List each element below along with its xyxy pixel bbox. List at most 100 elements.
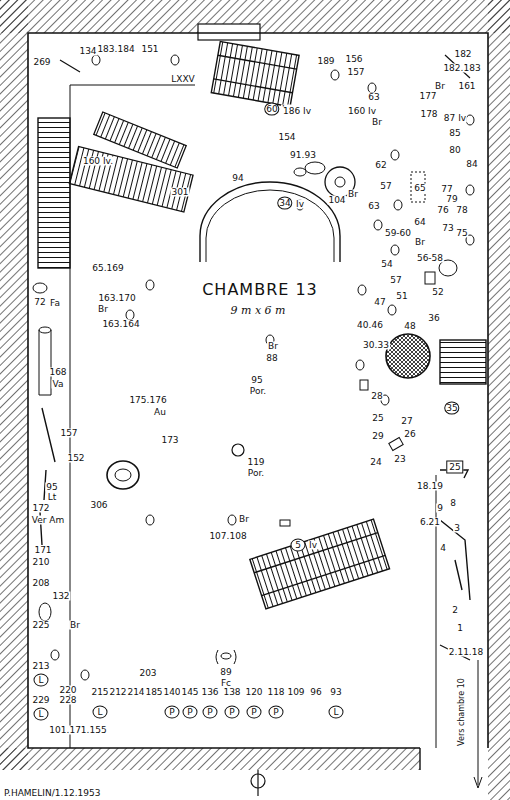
find-number: 72 <box>33 298 46 307</box>
find-number: 84 <box>465 160 478 169</box>
find-number: 109 <box>286 688 305 697</box>
find-number: Va <box>52 380 65 389</box>
find-number: L <box>34 708 49 721</box>
find-number: 1 <box>456 624 464 633</box>
find-number: 160 Iv <box>347 107 377 116</box>
find-number: 120 <box>244 688 263 697</box>
find-number: 62 <box>374 161 387 170</box>
plan-ellipse <box>51 650 59 660</box>
plan-ellipse <box>466 185 474 195</box>
find-number: 3 <box>453 524 461 533</box>
plan-circle <box>386 334 430 378</box>
find-number: 26 <box>403 430 416 439</box>
find-number: 5 <box>291 539 306 552</box>
plan-ellipse <box>81 670 89 680</box>
plan-rect <box>250 519 390 609</box>
find-number: 65 <box>413 184 426 193</box>
find-number: 173 <box>160 436 179 445</box>
plan-g <box>211 41 299 106</box>
find-number: 9 <box>436 504 444 513</box>
find-number: 36 <box>427 314 440 323</box>
find-number: Br <box>347 190 359 199</box>
plan-ellipse <box>39 327 51 333</box>
plan-ellipse <box>171 55 179 65</box>
find-number: 301 <box>170 188 189 197</box>
find-number: 64 <box>413 218 426 227</box>
find-number: 91.93 <box>289 151 317 160</box>
find-number: 96 <box>309 688 322 697</box>
find-number: 6.21 <box>419 518 441 527</box>
find-number: Br <box>238 515 250 524</box>
plan-line <box>257 770 258 796</box>
plan-ellipse <box>394 200 402 210</box>
find-number: 306 <box>89 501 108 510</box>
plan-ellipse <box>356 360 364 370</box>
plan-rect <box>280 520 290 526</box>
find-number: P <box>203 706 218 719</box>
plan-path <box>28 33 488 748</box>
plan-rect <box>0 748 420 770</box>
find-number: 93 <box>329 688 342 697</box>
find-number: 25 <box>371 414 384 423</box>
find-number: 79 <box>445 195 458 204</box>
find-number: 168 <box>48 368 67 377</box>
plan-ellipse <box>146 280 154 290</box>
find-number: 24 <box>369 458 382 467</box>
plan-line <box>419 748 420 770</box>
find-number: 132 <box>51 592 70 601</box>
find-number: 85 <box>448 129 461 138</box>
find-number: 60 <box>264 103 279 116</box>
find-number: Ver Am <box>31 516 65 525</box>
find-number: 157 <box>59 429 78 438</box>
find-number: 140 <box>162 688 181 697</box>
plan-ellipse <box>374 220 382 230</box>
find-number: 57 <box>389 276 402 285</box>
find-number: Br <box>371 118 383 127</box>
find-number: P.HAMELIN/1.12.1953 <box>3 789 102 798</box>
find-number: 34 <box>277 197 292 210</box>
find-number: 88 <box>265 354 278 363</box>
plan-ellipse <box>107 461 139 489</box>
find-number: 208 <box>31 579 50 588</box>
plan-ellipse <box>146 515 154 525</box>
find-number: 152 <box>66 454 85 463</box>
plan-ellipse <box>115 469 131 481</box>
find-number: 18.19 <box>416 482 444 491</box>
find-number: 189 <box>316 57 335 66</box>
find-number: 8 <box>449 499 457 508</box>
find-number: 145 <box>180 688 199 697</box>
plan-path <box>60 55 470 660</box>
find-number: 183.184 <box>96 45 135 54</box>
find-number: 151 <box>140 45 159 54</box>
plan-ellipse <box>391 150 399 160</box>
plan-ellipse <box>228 515 236 525</box>
room-title: CHAMBRE 13 <box>200 280 320 299</box>
plan-rect <box>389 438 403 451</box>
find-number: 87 Iv <box>443 114 467 123</box>
find-number: 177 <box>418 92 437 101</box>
find-number: Br <box>69 621 81 630</box>
find-number: L <box>34 674 49 687</box>
find-number: Br <box>267 342 279 351</box>
plan-ellipse <box>358 285 366 295</box>
find-number: 95 <box>45 483 58 492</box>
find-number: Br <box>414 238 426 247</box>
plan-rect <box>0 0 28 770</box>
plan-line <box>214 79 293 93</box>
plan-line <box>262 555 386 595</box>
find-number: P <box>183 706 198 719</box>
plan-rect <box>38 118 70 268</box>
plan-circle <box>232 444 244 456</box>
plan-circle <box>335 177 345 187</box>
plan-ellipse <box>92 55 100 65</box>
plan-rect <box>360 380 368 390</box>
find-number: 48 <box>403 322 416 331</box>
plan-ellipse <box>33 283 47 293</box>
find-number: 76 <box>436 206 449 215</box>
plan-ellipse <box>388 305 396 315</box>
plan-g <box>250 519 390 609</box>
find-number: 157 <box>346 68 365 77</box>
find-number: Au <box>153 408 167 417</box>
plan-rect <box>211 41 299 106</box>
